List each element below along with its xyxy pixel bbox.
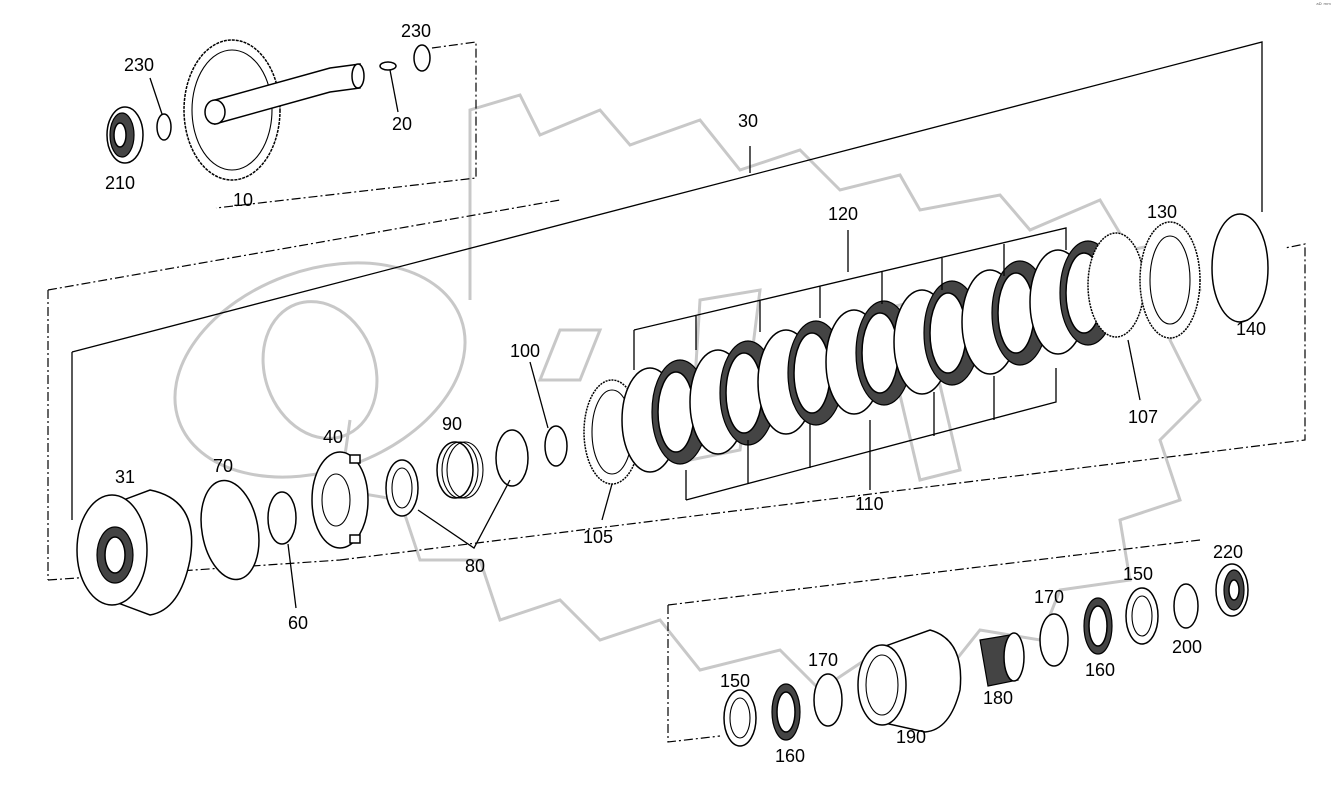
part-80-ring-b	[495, 429, 529, 487]
label-160-left: 160	[775, 746, 805, 766]
leader-60	[287, 543, 297, 609]
part-200-lock-washer	[1173, 583, 1199, 629]
part-140-ring	[1211, 213, 1269, 323]
label-20: 20	[392, 114, 412, 134]
label-105: 105	[583, 527, 613, 547]
part-31-housing	[76, 489, 193, 616]
label-230-right: 230	[401, 21, 431, 41]
part-150-washer-right	[1125, 587, 1159, 645]
label-70: 70	[213, 456, 233, 476]
leader-30	[71, 41, 1263, 520]
leader-100	[529, 361, 549, 429]
part-100-snap-ring	[544, 425, 568, 467]
label-150-left: 150	[720, 671, 750, 691]
part-180-needle-cage	[979, 632, 1025, 687]
label-170-left: 170	[808, 650, 838, 670]
label-107: 107	[1128, 407, 1158, 427]
label-31: 31	[115, 467, 135, 487]
part-190-hub	[857, 629, 962, 733]
label-120: 120	[828, 204, 858, 224]
clutch-pack	[583, 232, 1145, 485]
group-boundary-main	[47, 199, 1306, 581]
part-80-ring-a	[385, 459, 419, 517]
label-10: 10	[233, 190, 253, 210]
part-130-disc	[1139, 221, 1201, 339]
label-110: 110	[855, 494, 884, 514]
part-150-washer-right-inner	[1131, 595, 1153, 637]
part-170-washer-left	[813, 673, 843, 727]
label-60: 60	[288, 613, 308, 633]
label-140: 140	[1236, 319, 1266, 339]
part-170-washer-right	[1039, 613, 1069, 667]
leader-230a	[149, 77, 163, 115]
label-170-right: 170	[1034, 587, 1064, 607]
part-230-ring-right	[413, 44, 431, 72]
part-160-disc-left-inner	[776, 691, 796, 733]
part-150-washer-left-inner	[729, 697, 751, 739]
leader-105	[601, 483, 613, 521]
leader-140	[1239, 319, 1249, 323]
label-40: 40	[323, 427, 343, 447]
part-80-ring-a-inner	[391, 467, 413, 509]
part-210-bearing	[106, 106, 144, 164]
leader-80	[417, 479, 511, 549]
part-150-washer-left	[723, 689, 757, 747]
label-80: 80	[465, 556, 485, 576]
label-180: 180	[983, 688, 1013, 708]
part-10-gear-shaft	[183, 39, 397, 181]
label-160-right: 160	[1085, 660, 1115, 680]
label-90: 90	[442, 414, 462, 434]
group-boundary-bottom	[667, 539, 1201, 743]
label-30: 30	[738, 111, 758, 131]
part-230-ring-left	[156, 113, 172, 141]
label-100: 100	[510, 341, 540, 361]
leader-110	[685, 368, 1057, 501]
corner-mark: ᵃᴰ ᵐᵐ	[1316, 2, 1331, 9]
label-150-right: 150	[1123, 564, 1153, 584]
leader-107	[1127, 339, 1141, 401]
leader-120	[633, 227, 1067, 370]
part-70-oring	[200, 479, 260, 581]
group-boundary-top	[215, 41, 477, 209]
part-160-disc-right-inner	[1088, 605, 1108, 647]
part-40-piston	[311, 451, 369, 549]
part-130-disc-inner	[1149, 235, 1191, 325]
label-230-left: 230	[124, 55, 154, 75]
label-200: 200	[1172, 637, 1202, 657]
label-210: 210	[105, 173, 135, 193]
label-130: 130	[1147, 202, 1177, 222]
part-90-spring	[436, 441, 484, 499]
leader-20	[389, 69, 399, 113]
part-60-ring	[267, 491, 297, 545]
label-220: 220	[1213, 542, 1243, 562]
part-220-bearing	[1215, 563, 1249, 617]
label-190: 190	[896, 727, 926, 747]
